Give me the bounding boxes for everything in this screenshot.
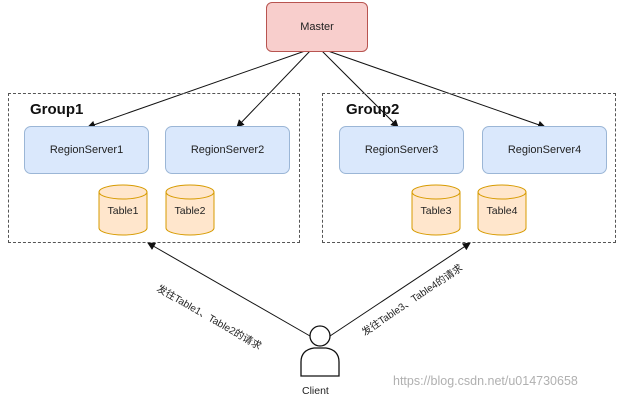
table2-cylinder: Table2 xyxy=(165,184,215,236)
arrow-master-to-regionserver4 xyxy=(327,50,546,129)
regionserver3-label: RegionServer3 xyxy=(364,144,439,156)
table3-cylinder: Table3 xyxy=(411,184,461,236)
table2-label: Table2 xyxy=(174,205,206,217)
table1-label: Table1 xyxy=(107,205,139,217)
master-label: Master xyxy=(300,21,334,33)
table1-cylinder: Table1 xyxy=(98,184,148,236)
regionserver4-label: RegionServer4 xyxy=(507,144,582,156)
arrow-master-to-regionserver3 xyxy=(321,50,399,128)
regionserver1-node: RegionServer1 xyxy=(24,126,149,174)
database-cylinder-icon xyxy=(98,184,148,236)
group2-container xyxy=(322,93,616,243)
group1-title: Group1 xyxy=(30,101,84,118)
watermark-text: https://blog.csdn.net/u014730658 xyxy=(393,374,578,388)
database-cylinder-icon xyxy=(165,184,215,236)
regionserver4-node: RegionServer4 xyxy=(482,126,607,174)
group1-container xyxy=(8,93,300,243)
client-label: Client xyxy=(302,385,329,397)
table3-label: Table3 xyxy=(420,205,452,217)
regionserver2-label: RegionServer2 xyxy=(190,144,265,156)
database-cylinder-icon xyxy=(477,184,527,236)
regionserver1-label: RegionServer1 xyxy=(49,144,124,156)
arrow-client-to-group2 xyxy=(329,242,471,337)
regionserver2-node: RegionServer2 xyxy=(165,126,290,174)
arrow-master-to-regionserver2 xyxy=(236,50,311,128)
database-cylinder-icon xyxy=(411,184,461,236)
group2-title: Group2 xyxy=(346,101,400,118)
regionserver3-node: RegionServer3 xyxy=(339,126,464,174)
master-node: Master xyxy=(266,2,368,52)
table4-cylinder: Table4 xyxy=(477,184,527,236)
client-user-icon xyxy=(300,325,340,377)
arrow-master-to-regionserver1 xyxy=(87,50,306,129)
table4-label: Table4 xyxy=(486,205,518,217)
arrow-client-to-group1 xyxy=(147,242,311,337)
